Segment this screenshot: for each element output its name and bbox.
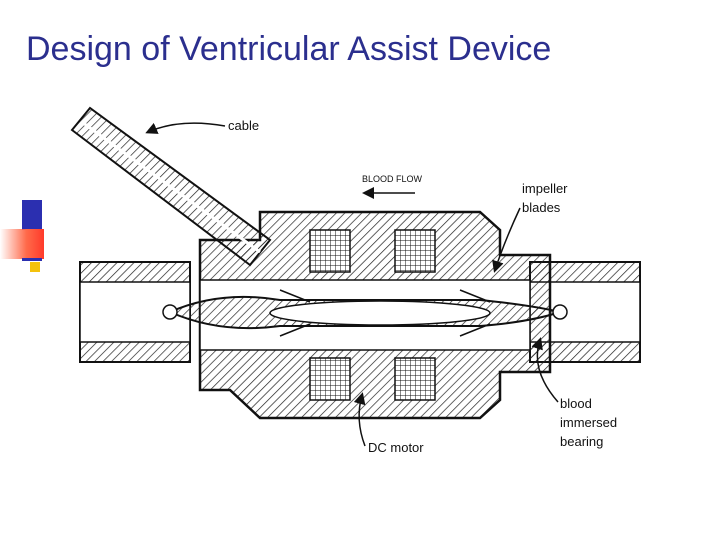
slide-title: Design of Ventricular Assist Device bbox=[26, 30, 552, 68]
arrow-dc-motor bbox=[353, 392, 366, 447]
label-bearing-1: blood bbox=[560, 396, 592, 411]
bearings bbox=[162, 304, 568, 320]
decor-red-gradient bbox=[0, 229, 44, 259]
label-dc-motor: DC motor bbox=[368, 440, 424, 455]
vad-cross-section-diagram: cable BLOOD FLOW impeller blades blood i… bbox=[70, 106, 641, 455]
motor-coils bbox=[309, 229, 436, 401]
decor-yellow-square bbox=[30, 262, 40, 272]
label-blood-flow: BLOOD FLOW bbox=[362, 174, 423, 184]
label-impeller-1: impeller bbox=[522, 181, 568, 196]
arrow-cable bbox=[145, 122, 226, 134]
label-cable: cable bbox=[228, 118, 259, 133]
arrow-bearing bbox=[531, 337, 559, 403]
label-impeller-2: blades bbox=[522, 200, 561, 215]
decor-blue-line bbox=[22, 258, 42, 261]
impeller-rotor bbox=[167, 289, 564, 337]
arrow-impeller bbox=[492, 207, 521, 273]
decor-blue-square bbox=[22, 200, 42, 230]
label-bearing-3: bearing bbox=[560, 434, 603, 449]
label-bearing-2: immersed bbox=[560, 415, 617, 430]
cable bbox=[70, 106, 272, 267]
